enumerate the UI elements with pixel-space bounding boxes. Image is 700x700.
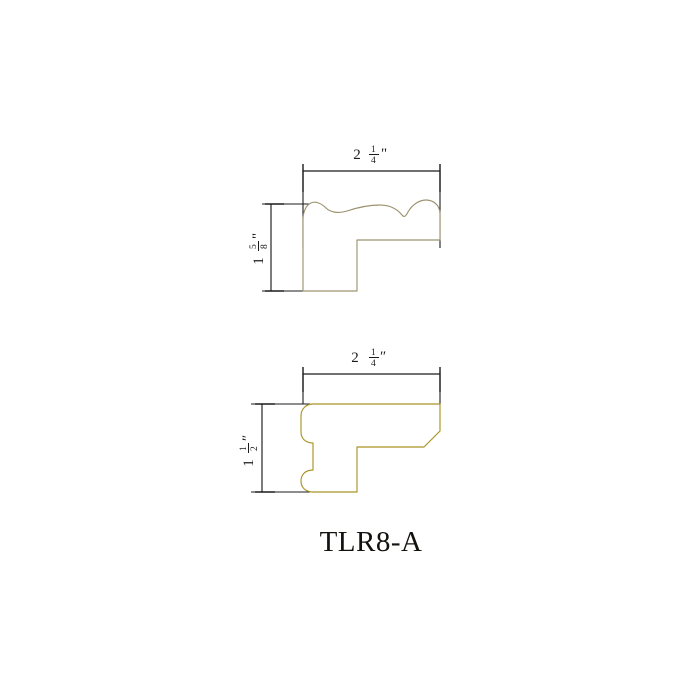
bottom-view-group: 2 1 4 ″ 1 1 2 ″	[239, 348, 441, 493]
top-width-unit: "	[381, 146, 387, 162]
top-width-numerator: 1	[371, 145, 376, 155]
bottom-height-denominator: 2	[250, 446, 260, 451]
page-title: TLR8-A	[320, 526, 423, 558]
top-height-dimension-label: 1 5 8 "	[249, 233, 270, 265]
top-width-dimension-label: 2 1 4 "	[353, 145, 387, 166]
bottom-width-denominator: 4	[371, 359, 376, 369]
top-height-whole: 1	[251, 257, 267, 265]
top-width-whole: 2	[353, 147, 361, 163]
top-width-denominator: 4	[371, 156, 376, 166]
bottom-width-unit: ″	[380, 349, 386, 365]
bottom-height-unit: ″	[240, 435, 256, 441]
bottom-width-whole: 2	[351, 350, 359, 366]
top-view-group: 2 1 4 " 1 5 8 "	[249, 145, 441, 292]
bottom-height-whole: 1	[241, 459, 257, 467]
bottom-height-dimension-label: 1 1 2 ″	[239, 435, 260, 467]
bottom-width-dimension-label: 2 1 4 ″	[351, 348, 386, 369]
top-height-denominator: 8	[260, 244, 270, 249]
lower-beaded-profile-outline	[300, 403, 441, 493]
top-height-numerator: 5	[249, 244, 259, 249]
top-height-unit: "	[250, 233, 266, 239]
bottom-height-numerator: 1	[239, 446, 249, 451]
bottom-width-numerator: 1	[371, 348, 376, 358]
upper-ogee-profile-outline	[302, 199, 441, 292]
